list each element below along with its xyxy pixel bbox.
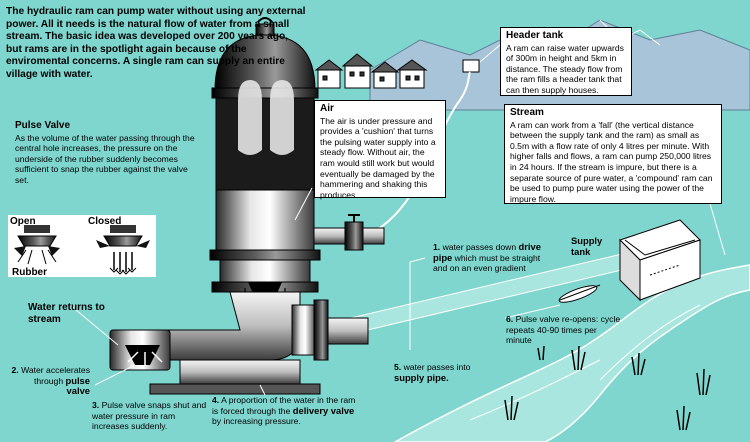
step-3: 3. Pulse valve snaps shut and water pres… xyxy=(92,400,207,432)
water-returns-label: Water returns to stream xyxy=(28,302,105,325)
air-body: The air is under pressure and provides a… xyxy=(320,115,436,200)
stream-body: A ram can work from a 'fall' (the vertic… xyxy=(510,119,713,204)
houses-icon xyxy=(314,53,428,89)
closed-valve-icon xyxy=(96,225,150,275)
reeds-icon xyxy=(504,345,711,431)
hydraulic-ram xyxy=(109,17,385,395)
closed-label: Closed xyxy=(88,216,122,227)
stream-title: Stream xyxy=(510,107,544,118)
header-tank-box: Header tank A ram can raise water upward… xyxy=(500,27,632,96)
supply-tank-icon xyxy=(619,219,701,302)
pulse-valve-inset xyxy=(8,215,156,277)
pulse-valve-title: Pulse Valve xyxy=(15,120,71,131)
stream-box: Stream A ram can work from a 'fall' (the… xyxy=(504,104,722,204)
rubber-label: Rubber xyxy=(12,267,47,278)
step-2: 2. Water accelerates through pulse valve xyxy=(11,365,91,397)
air-title: Air xyxy=(320,103,334,114)
open-valve-icon xyxy=(14,225,60,265)
header-tank-body: A ram can raise water upwards of 300m in… xyxy=(506,42,624,95)
header-tank-icon xyxy=(462,59,480,73)
open-label: Open xyxy=(10,216,36,227)
step-4: 4. A proportion of the water in the ram … xyxy=(212,395,356,427)
pulse-valve-box: Pulse Valve As the volume of the water p… xyxy=(10,118,208,216)
pulse-valve-body: As the volume of the water passing throu… xyxy=(15,132,195,185)
step-5: 5. water passes into supply pipe. xyxy=(394,362,471,383)
supply-tank-label: Supply tank xyxy=(571,235,603,257)
step-6: 6. Pulse valve re-opens: cycle repeats 4… xyxy=(506,314,621,346)
supply-pipe xyxy=(354,71,471,241)
header-tank-title: Header tank xyxy=(506,30,564,41)
step-1: 1. water passes down drive pipe which mu… xyxy=(433,241,541,274)
intro-text: The hydraulic ram can pump water without… xyxy=(6,6,306,80)
air-box: Air The air is under pressure and provid… xyxy=(314,100,446,200)
